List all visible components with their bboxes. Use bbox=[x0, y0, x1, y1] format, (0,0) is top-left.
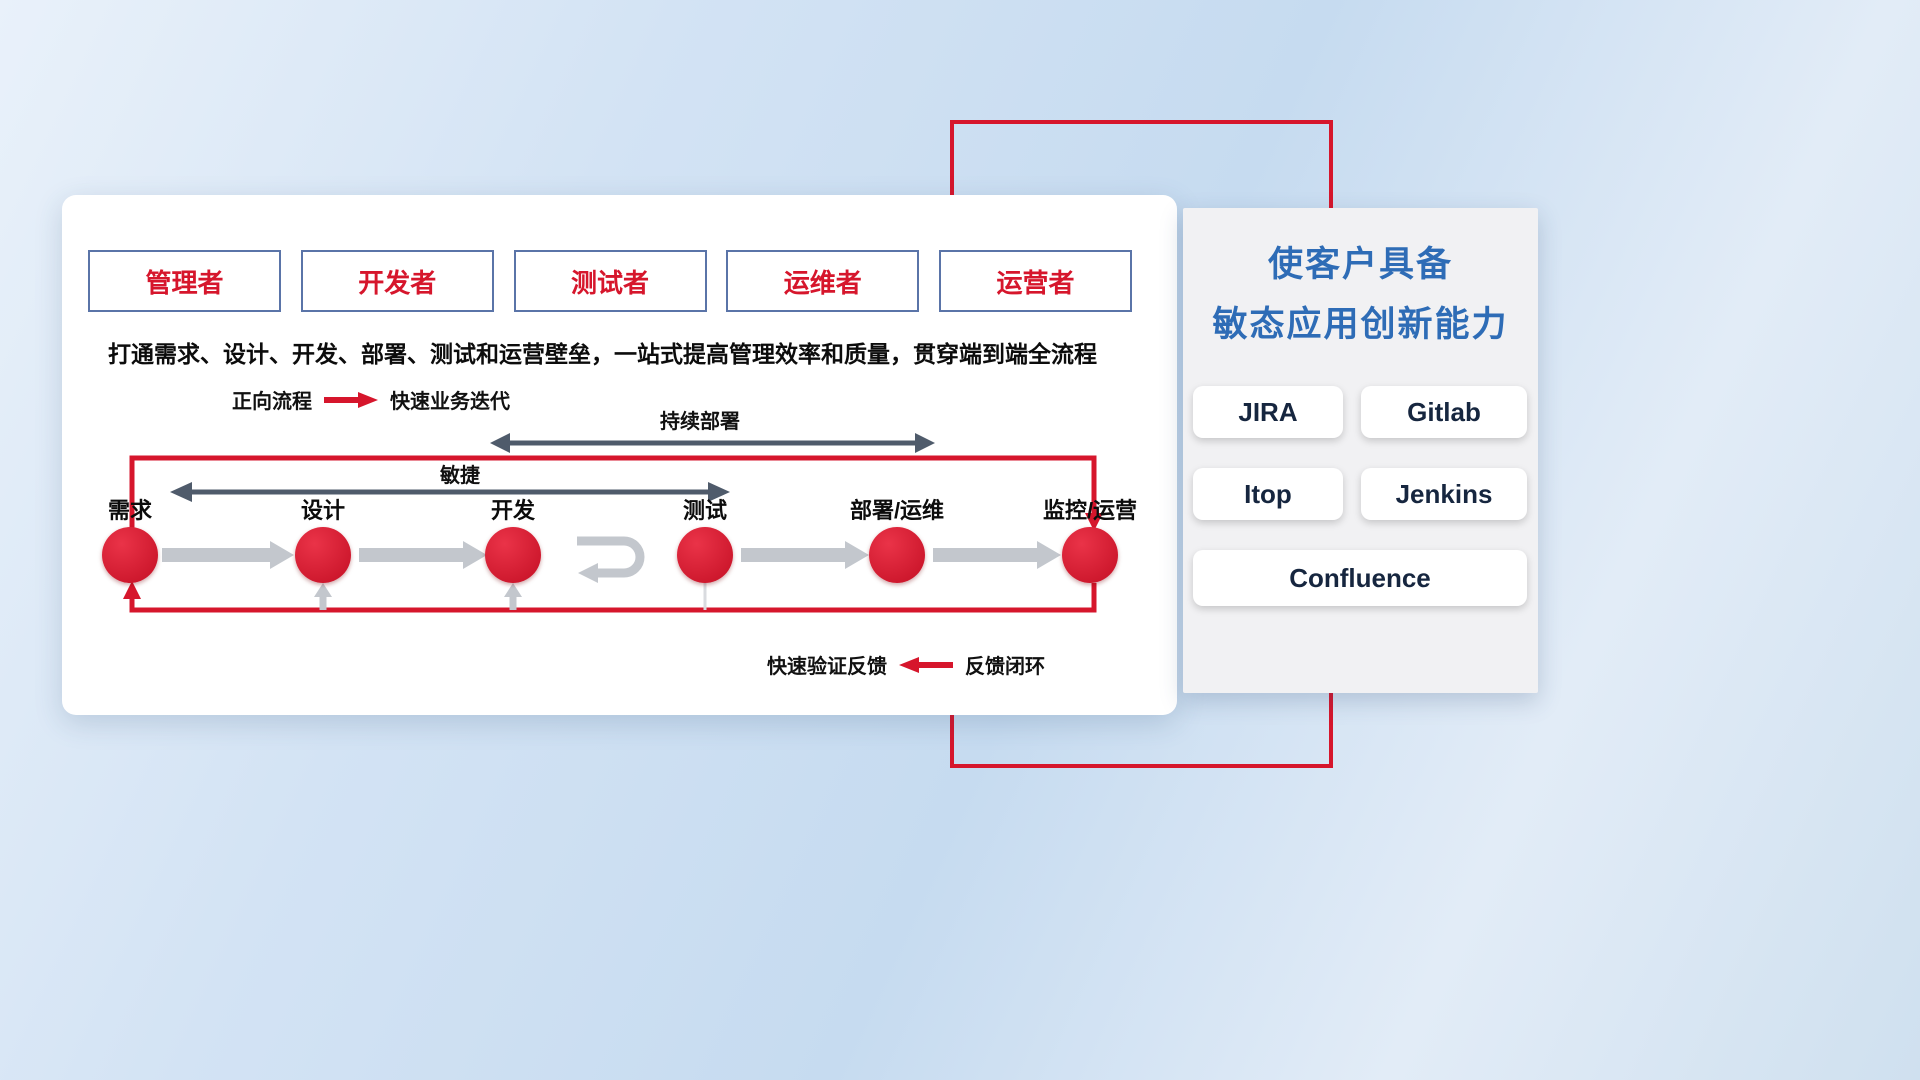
side-title-line2: 敏态应用创新能力 bbox=[1212, 305, 1509, 344]
feedback-loop-line bbox=[123, 581, 1097, 613]
roles-row: 管理者 开发者 测试者 运维者 运营者 bbox=[88, 250, 1132, 312]
continuous-deploy-label: 持续部署 bbox=[660, 411, 740, 433]
tool-button-itop: Itop bbox=[1193, 468, 1343, 520]
feedback-legend: 快速验证反馈 反馈闭环 bbox=[767, 650, 1045, 679]
feedback-legend-label: 快速验证反馈 bbox=[767, 656, 887, 678]
red-left-arrow-icon bbox=[899, 656, 953, 673]
stage-node-monitor-op bbox=[1062, 527, 1118, 583]
role-box-developer: 开发者 bbox=[300, 250, 494, 312]
capability-side-panel: 使客户具备 敏态应用创新能力 JIRA Gitlab Itop Jenkins … bbox=[1183, 208, 1538, 693]
devops-flow-panel: 管理者 开发者 测试者 运维者 运营者 打通需求、设计、开发、部署、测试和运营壁… bbox=[62, 195, 1177, 715]
stage-label-deploy-ops: 部署/运维 bbox=[849, 498, 945, 523]
role-box-operator: 运营者 bbox=[939, 250, 1132, 312]
stage-node-develop bbox=[485, 527, 541, 583]
feedback-legend-value: 反馈闭环 bbox=[965, 656, 1045, 678]
panel-description: 打通需求、设计、开发、部署、测试和运营壁垒，一站式提高管理效率和质量，贯穿端到端… bbox=[108, 341, 1097, 367]
iterate-loop-icon bbox=[577, 536, 645, 583]
stage-node-requirement bbox=[102, 527, 158, 583]
stage-node-test bbox=[677, 527, 733, 583]
stage-node-design bbox=[295, 527, 351, 583]
role-box-ops: 运维者 bbox=[726, 250, 920, 312]
feedback-up-arrows bbox=[314, 583, 707, 610]
stage-label-test: 测试 bbox=[682, 498, 727, 523]
stage-node-deploy-ops bbox=[869, 527, 925, 583]
tool-button-gitlab: Gitlab bbox=[1361, 386, 1527, 438]
red-right-arrow-icon bbox=[324, 391, 378, 408]
agile-label: 敏捷 bbox=[440, 465, 480, 487]
forward-legend: 正向流程 快速业务迭代 bbox=[232, 385, 510, 414]
stage-label-design: 设计 bbox=[300, 498, 345, 523]
tool-button-confluence: Confluence bbox=[1193, 550, 1527, 606]
forward-legend-value: 快速业务迭代 bbox=[390, 391, 510, 413]
tool-button-jira: JIRA bbox=[1193, 386, 1343, 438]
stage-label-requirement: 需求 bbox=[107, 498, 152, 523]
stage-label-monitor-op: 监控/运营 bbox=[1042, 498, 1138, 523]
tool-button-jenkins: Jenkins bbox=[1361, 468, 1527, 520]
continuous-deploy-arrow bbox=[490, 433, 935, 453]
stage-label-develop: 开发 bbox=[490, 498, 535, 523]
forward-legend-label: 正向流程 bbox=[232, 391, 312, 413]
side-title-line1: 使客户具备 bbox=[1267, 245, 1453, 284]
role-box-tester: 测试者 bbox=[513, 250, 707, 312]
role-box-manager: 管理者 bbox=[88, 250, 281, 312]
